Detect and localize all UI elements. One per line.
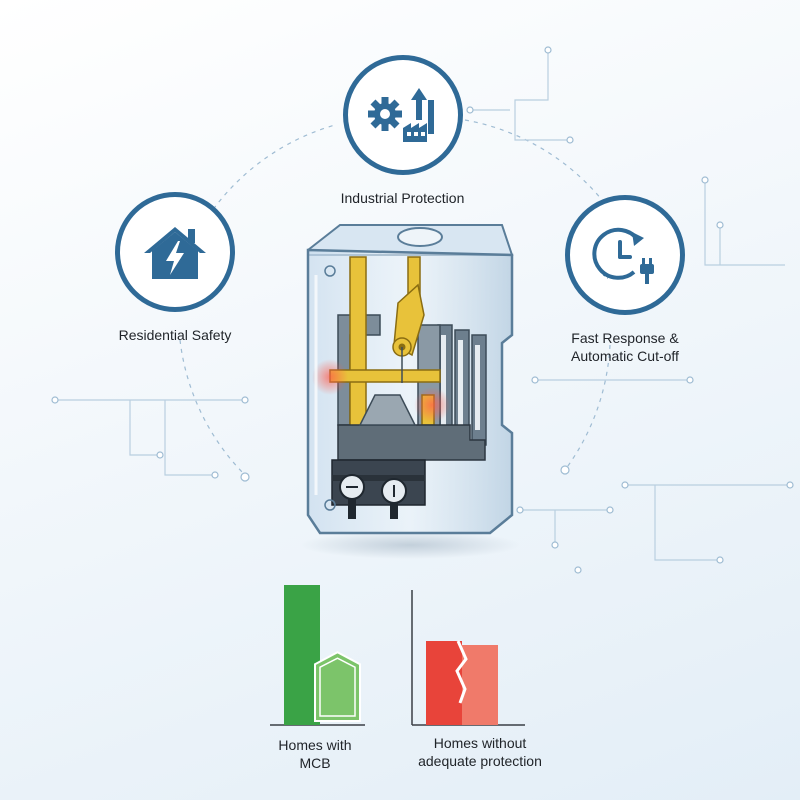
fast-response-label-line2: Automatic Cut-off — [571, 348, 679, 364]
mcb-breaker-illustration — [300, 224, 520, 559]
bar-without-protection-primary — [426, 641, 462, 725]
bar-with-mcb-shield — [314, 651, 361, 722]
category-label-with-mcb-line1: Homes with — [278, 737, 352, 753]
category-label-without-protection: Homes without adequate protection — [400, 734, 560, 770]
category-label-without-protection-line1: Homes without — [433, 735, 527, 751]
bar-with-mcb-shield-outline — [319, 657, 356, 717]
industrial-protection-label: Industrial Protection — [340, 190, 465, 206]
category-label-without-protection-line2: adequate protection — [418, 753, 542, 769]
house-lightning-icon — [144, 227, 206, 279]
residential-safety-feature: Residential Safety — [100, 192, 250, 344]
industrial-protection-ring — [342, 55, 463, 175]
bar-crack-mark — [455, 640, 468, 704]
clock-plug-icon — [592, 227, 654, 284]
fast-response-label-line1: Fast Response & — [571, 330, 679, 346]
chart-bars — [284, 585, 498, 725]
bar-without-protection-secondary — [462, 645, 498, 725]
residential-safety-ring — [115, 192, 235, 312]
residential-safety-label: Residential Safety — [118, 327, 232, 343]
fast-response-ring — [565, 195, 685, 315]
gear-factory-arrow-icon — [367, 88, 434, 142]
fast-response-label: Fast Response & Automatic Cut-off — [535, 329, 715, 365]
industrial-protection-feature: Industrial Protection — [330, 55, 475, 207]
category-label-with-mcb-line2: MCB — [299, 755, 331, 771]
comparison-chart — [270, 585, 525, 726]
fast-response-feature: Fast Response & Automatic Cut-off — [535, 195, 715, 365]
category-label-with-mcb: Homes with MCB — [255, 736, 375, 772]
